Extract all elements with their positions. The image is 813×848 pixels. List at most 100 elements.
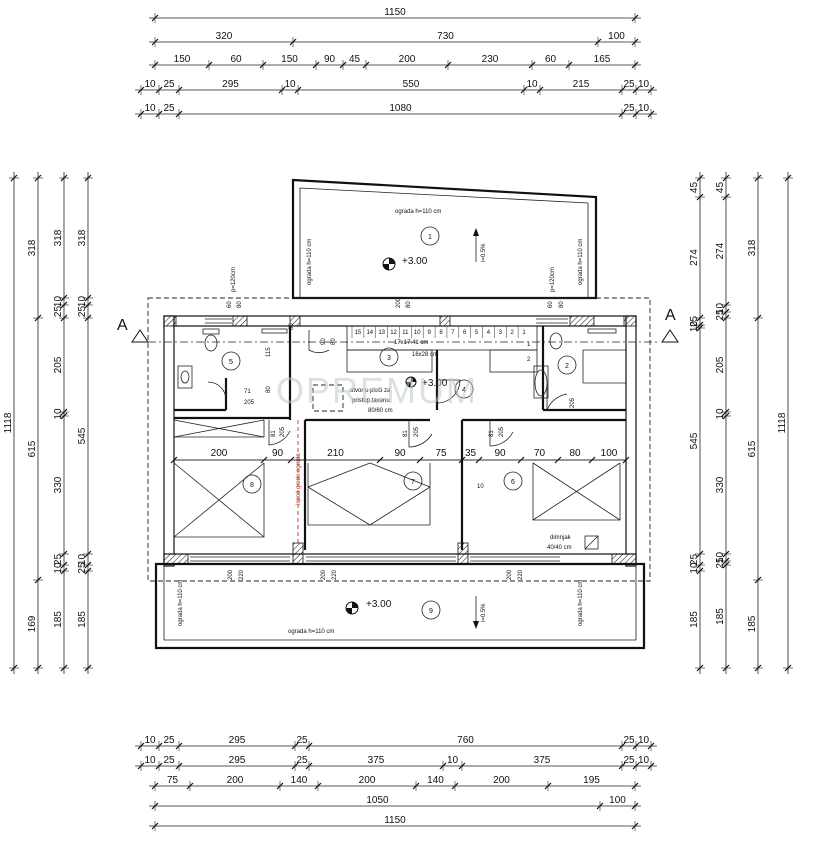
dimension-label: 318 <box>27 239 38 256</box>
small-dimension-label: 10 <box>477 484 484 490</box>
small-dimension-label: 200 <box>396 297 402 308</box>
dimension-label: 185 <box>715 608 726 625</box>
dimension-label: 330 <box>715 476 726 493</box>
dimension-label: 10 <box>638 79 650 90</box>
dimension-label: 318 <box>77 229 88 246</box>
dimension-label: 10 <box>638 103 650 114</box>
dimension-label: 318 <box>53 229 64 246</box>
dimension-label: 45 <box>349 54 361 65</box>
level-label-top: +3.00 <box>402 256 428 267</box>
opening-note-1: otvor u ploči za <box>350 388 391 394</box>
stair-step-number: 6 <box>463 330 467 336</box>
window-sill-left: p=120cm <box>231 267 237 292</box>
stair-calc: 17x17.41 cm <box>394 340 428 346</box>
dimension-label: 10 <box>284 79 296 90</box>
bedroom-7: 7 <box>307 462 431 526</box>
small-dimension-label: 220 <box>518 569 524 580</box>
stair-number-1: 1 <box>527 342 531 348</box>
dimension-label: 1050 <box>366 795 389 806</box>
dimension-label: 25 <box>715 309 726 321</box>
dimension-label: 150 <box>281 54 298 65</box>
dimension-label: 25 <box>623 103 635 114</box>
dimension-label: 375 <box>534 755 551 766</box>
dimension-label: 1118 <box>3 412 14 433</box>
dimension-label: 200 <box>399 54 416 65</box>
dimension-label: 25 <box>689 554 700 566</box>
right-dimension-chains: 4527425105452510185452741025205103301025… <box>689 172 793 674</box>
dimension-label: 550 <box>403 79 420 90</box>
dimension-label: 10 <box>638 755 650 766</box>
dimension-label: 185 <box>747 615 758 632</box>
dimension-label: 10 <box>53 296 64 308</box>
room-number-8: 8 <box>250 482 254 489</box>
level-marker-landing <box>405 376 417 388</box>
level-marker-top <box>382 257 396 271</box>
dimension-label: 295 <box>229 735 246 746</box>
stair-step-number: 12 <box>390 330 397 336</box>
dimension-label: 150 <box>174 54 191 65</box>
dimension-label: 25 <box>715 557 726 569</box>
dimension-label: 10 <box>689 321 700 333</box>
stair-step-number: 5 <box>475 330 479 336</box>
dimension-label: 90 <box>324 54 336 65</box>
stair-step-number: 3 <box>499 330 503 336</box>
stair-step-number: 8 <box>439 330 443 336</box>
opening-note-3: 80/60 cm <box>368 408 393 414</box>
small-dimension-label: 220 <box>332 569 338 580</box>
dimension-label: 215 <box>573 79 590 90</box>
dimension-label: 330 <box>53 476 64 493</box>
dimension-label: 295 <box>229 755 246 766</box>
dimension-label: 10 <box>447 755 459 766</box>
bedroom-8: 8 <box>173 462 265 538</box>
room-number-5: 5 <box>229 359 233 366</box>
dimension-label: 10 <box>53 408 64 420</box>
dimension-label: 185 <box>689 611 700 628</box>
dimension-label: 25 <box>623 755 635 766</box>
small-dimension-label: 200 <box>228 569 234 580</box>
small-dimension-label: 81 <box>489 430 495 437</box>
small-dimension-label: 90 <box>321 338 327 345</box>
stair-step-number: 2 <box>511 330 515 336</box>
dimension-label: 165 <box>594 54 611 65</box>
stair-step-number: 14 <box>366 330 373 336</box>
dimension-label: 10 <box>715 552 726 564</box>
dimension-label: 25 <box>296 755 308 766</box>
railing-label-top-left: ograda h=110 cm <box>307 239 313 285</box>
inner-dimension-label: 90 <box>272 448 284 459</box>
railing-label-top-right: ograda h=110 cm <box>578 239 584 285</box>
stair-step-number: 9 <box>427 330 431 336</box>
dimension-label: 10 <box>77 296 88 308</box>
dimension-label: 1118 <box>777 412 788 433</box>
inner-dimension-label: 35 <box>465 448 477 459</box>
dimension-label: 1150 <box>384 815 406 826</box>
inner-dimension-label: 75 <box>435 448 447 459</box>
dimension-label: 200 <box>227 775 244 786</box>
room-tag-2 <box>557 355 577 375</box>
small-dimension-label: 71 <box>244 389 251 395</box>
interior-walls <box>173 326 626 550</box>
dimension-label: 230 <box>482 54 499 65</box>
small-dimension-label: 205 <box>280 426 286 437</box>
dimension-label: 10 <box>144 103 156 114</box>
room-tag-4 <box>454 379 474 399</box>
stair-number-2: 2 <box>527 357 531 363</box>
dimension-label: 10 <box>689 562 700 574</box>
watermark: OPREMUM <box>276 370 478 411</box>
small-dimension-label: 60 <box>548 301 554 308</box>
small-dimension-label: 81 <box>403 430 409 437</box>
dimension-label: 195 <box>583 775 600 786</box>
dimension-label: 25 <box>163 103 175 114</box>
small-dimension-label: 80 <box>266 386 272 393</box>
stair-step-number: 15 <box>355 330 362 336</box>
room-tag-1 <box>420 226 440 246</box>
left-dimension-chains: 1118318615169318102520510330251018531810… <box>3 172 93 674</box>
dimension-label: 25 <box>623 735 635 746</box>
small-dimension-label: 60 <box>227 301 233 308</box>
inner-dimension-label: 80 <box>569 448 581 459</box>
section-label-right: A <box>665 307 676 324</box>
dimension-label: 45 <box>689 182 700 194</box>
section-marker-right: A <box>661 307 679 343</box>
stair-step-number: 4 <box>487 330 491 336</box>
small-dimension-label: 80 <box>237 301 243 308</box>
railing-label-bottom-right: ograda h=110 cm <box>578 580 584 626</box>
